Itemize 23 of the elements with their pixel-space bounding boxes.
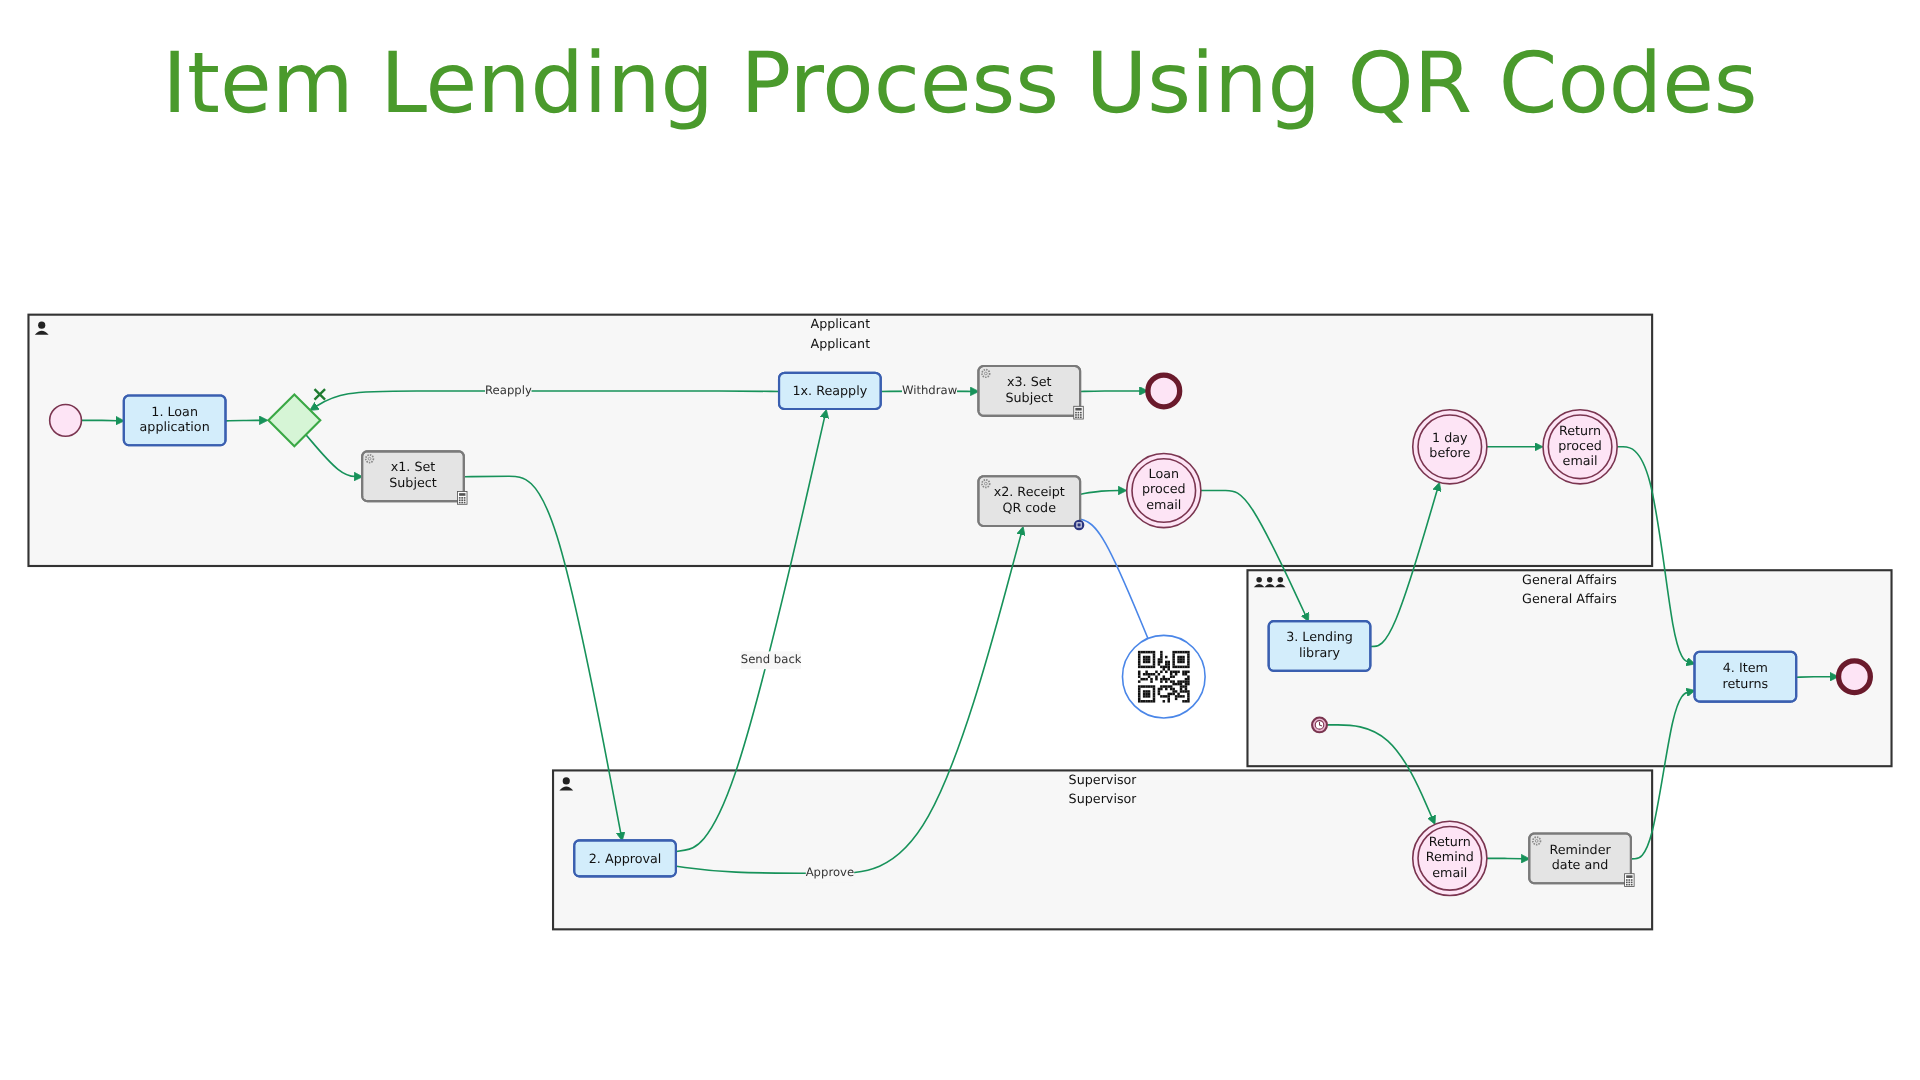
arrow: [1079, 386, 1149, 396]
arrow: [1486, 854, 1531, 864]
arrow: [675, 409, 829, 853]
arrow: [1630, 687, 1696, 860]
node-picture: [1121, 634, 1206, 719]
arrow: [1200, 489, 1310, 623]
node-circle: [1145, 372, 1183, 410]
node-circle: [1835, 658, 1873, 696]
arrow: [304, 433, 364, 482]
arrow: [675, 526, 1026, 875]
arrow: [80, 416, 125, 426]
arrow: [1370, 482, 1442, 648]
connector: [1079, 518, 1149, 640]
arrow: [1079, 485, 1128, 496]
node-circle: [48, 403, 83, 438]
arrow: [309, 390, 781, 411]
arrow: [1795, 672, 1839, 682]
arrow: [1326, 724, 1436, 825]
arrow: [225, 415, 269, 425]
node-diamond: [266, 392, 322, 448]
diagram-title: Item Lending Process Using QR Codes: [160, 32, 1760, 136]
arrow: [1486, 442, 1544, 452]
arrow: [1616, 446, 1696, 667]
